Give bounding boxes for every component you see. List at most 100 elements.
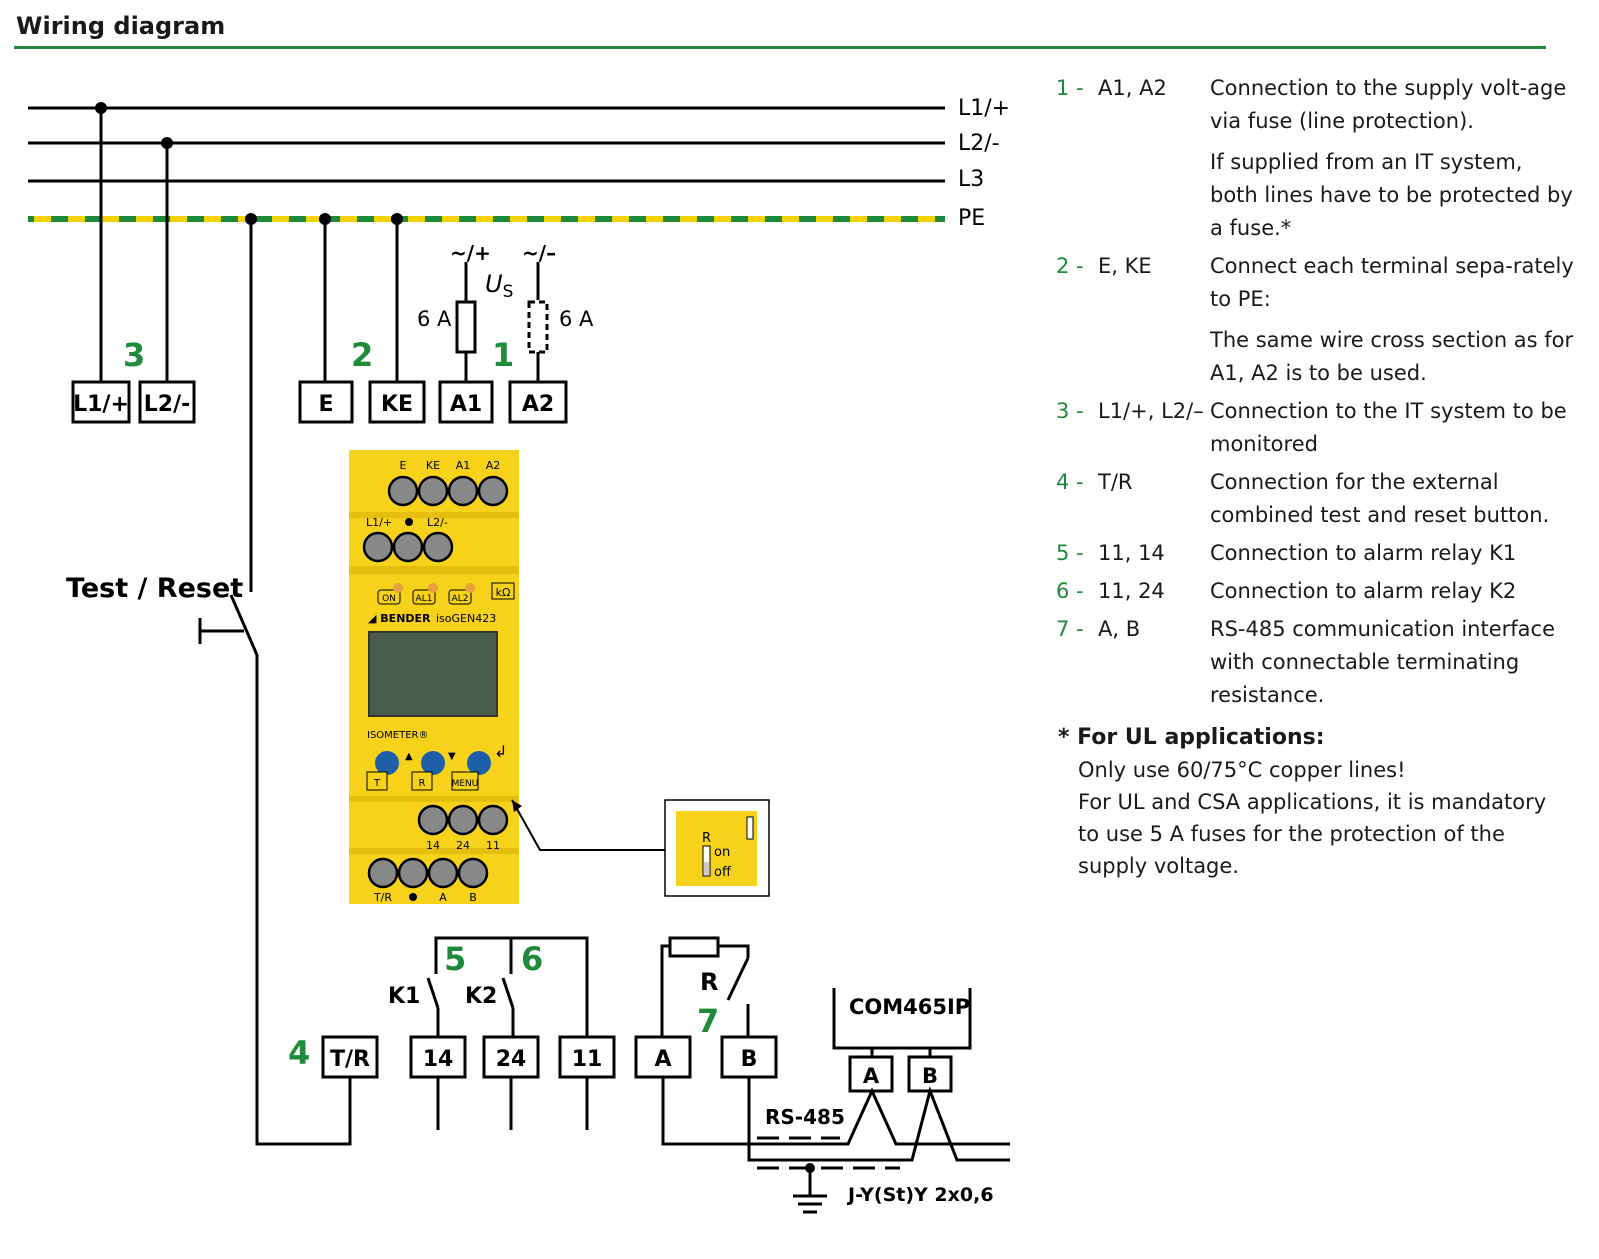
legend-number: 4 -	[1056, 470, 1084, 494]
svg-text:T/R: T/R	[330, 1047, 370, 1072]
device-leds: ON AL1 AL2 kΩ	[377, 582, 515, 605]
svg-text:11: 11	[486, 839, 500, 852]
svg-text:AL1: AL1	[416, 594, 433, 604]
legend-number: 5 -	[1056, 541, 1084, 565]
page-title: Wiring diagram	[16, 12, 226, 40]
legend-terminals: 11, 14	[1098, 541, 1165, 565]
svg-text:MENU: MENU	[452, 779, 479, 789]
group-number-5: 5	[444, 940, 466, 978]
legend-description: RS-485 communication interface with conn…	[1210, 613, 1576, 712]
svg-text:E: E	[318, 392, 333, 417]
bottom-terminal-a: A	[634, 1035, 692, 1079]
legend-desc-line: Connection to the IT system to be monito…	[1210, 399, 1567, 456]
fuse-a1-rating: 6 A	[417, 307, 452, 331]
svg-text:L1/+: L1/+	[73, 392, 129, 417]
relay-contacts	[426, 936, 589, 1130]
svg-text:KE: KE	[426, 459, 440, 472]
bus-label-l1: L1/+	[958, 96, 1010, 121]
svg-text:ON: ON	[382, 594, 396, 604]
legend-terminals: L1/+, L2/–	[1098, 399, 1204, 423]
legend-description: Connect each terminal sepa-rately to PE:…	[1210, 250, 1576, 390]
header-divider	[14, 46, 1546, 49]
svg-text:11: 11	[572, 1047, 603, 1072]
svg-text:L2/-: L2/-	[427, 516, 448, 529]
bus-line-pe	[28, 216, 945, 222]
bottom-terminal-14: 14	[409, 1035, 467, 1079]
supply-plus-label: ~/+	[450, 241, 491, 265]
rs485-label: RS-485	[765, 1105, 845, 1129]
svg-text:KE: KE	[381, 392, 413, 417]
legend-terminals: A, B	[1098, 617, 1141, 641]
svg-text:off: off	[714, 865, 732, 880]
ul-note-title: * For UL applications:	[1058, 725, 1325, 750]
legend-terminals: 11, 24	[1098, 579, 1165, 603]
top-terminals: L1/+ L2/- E KE A1 A2	[71, 380, 568, 424]
device-top-screws	[387, 475, 509, 507]
legend-item: 6 - 11, 24 Connection to alarm relay K2	[1056, 575, 1576, 608]
top-terminal-ke: KE	[368, 380, 426, 424]
svg-text:B: B	[741, 1047, 758, 1072]
legend-number: 3 -	[1056, 399, 1084, 423]
supply-minus-label: ~/–	[522, 241, 556, 265]
resistor-label: R	[700, 968, 718, 996]
switch-detail: R on off	[664, 799, 770, 897]
svg-text:▼: ▼	[448, 751, 456, 762]
legend-desc-line: Connection to alarm relay K2	[1210, 579, 1517, 603]
device-model: isoGEN423	[436, 612, 496, 625]
legend-number: 1 -	[1056, 76, 1084, 100]
legend-description: Connection to alarm relay K2	[1210, 575, 1576, 608]
bottom-terminal-tr: T/R	[321, 1035, 379, 1079]
svg-text:A: A	[863, 1064, 880, 1088]
svg-text:A1: A1	[450, 392, 482, 417]
legend-desc-line: Connection for the external combined tes…	[1210, 470, 1550, 527]
ul-note: * For UL applications: Only use 60/75°C …	[1058, 722, 1558, 882]
svg-text:24: 24	[456, 839, 470, 852]
device-buttons: ▲ ▼ ↲ T R MENU	[366, 742, 507, 791]
fuse-a2	[527, 300, 549, 354]
rs485-wiring	[661, 1077, 1010, 1214]
svg-text:▲: ▲	[405, 751, 413, 762]
svg-text:↲: ↲	[494, 742, 507, 761]
legend-item: 5 - 11, 14 Connection to alarm relay K1	[1056, 537, 1576, 570]
svg-text:AL2: AL2	[452, 594, 469, 604]
svg-text:A: A	[654, 1047, 671, 1072]
svg-text:14: 14	[423, 1047, 454, 1072]
switch-detail-pointer	[511, 799, 665, 851]
top-terminal-e: E	[298, 380, 354, 424]
bottom-terminals: T/R 14 24 11 A B	[321, 1035, 778, 1079]
wiring-diagram: L1/+ L2/- L3 PE ~/+ ~/– US 6 A 6 A	[28, 96, 1010, 1214]
legend-description: Connection to the IT system to be monito…	[1210, 395, 1576, 461]
device-display	[368, 631, 498, 717]
svg-text:L1/+: L1/+	[366, 516, 392, 529]
svg-text:L2/-: L2/-	[144, 392, 191, 417]
group-number-4: 4	[288, 1034, 310, 1072]
ul-note-line: Only use 60/75°C copper lines!	[1078, 758, 1406, 782]
svg-text:B: B	[469, 891, 477, 904]
group-number-6: 6	[521, 940, 543, 978]
bottom-terminal-11: 11	[558, 1035, 616, 1079]
legend-desc-line: Connection to the supply volt-age via fu…	[1210, 76, 1567, 133]
test-reset-label: Test / Reset	[66, 573, 243, 604]
legend-item: 1 - A1, A2 Connection to the supply volt…	[1056, 72, 1576, 245]
com465ip-device: COM465IP A B	[832, 988, 972, 1093]
bus-lines	[28, 106, 945, 222]
legend-number: 7 -	[1056, 617, 1084, 641]
legend-description: Connection to the supply volt-age via fu…	[1210, 72, 1576, 245]
group-number-2: 2	[351, 336, 373, 374]
device-bottom-lower-screws	[367, 857, 489, 889]
legend-item: 7 - A, B RS-485 communication interface …	[1056, 613, 1576, 712]
drop-wires	[99, 108, 540, 592]
svg-text:kΩ: kΩ	[496, 586, 511, 599]
svg-text:R: R	[702, 831, 711, 846]
legend-desc-line: The same wire cross section as for A1, A…	[1210, 328, 1574, 385]
svg-text:A: A	[439, 891, 447, 904]
isometer-device: E KE A1 A2 L1/+ L2/- ON AL1 AL2	[349, 450, 519, 904]
ul-note-line: For UL and CSA applications, it is manda…	[1078, 790, 1547, 878]
svg-text:A2: A2	[486, 459, 501, 472]
junction-dots	[95, 102, 403, 225]
group-number-3: 3	[123, 336, 145, 374]
legend-terminals: E, KE	[1098, 254, 1152, 278]
legend-desc-line: Connection to alarm relay K1	[1210, 541, 1517, 565]
top-terminal-a2: A2	[508, 380, 568, 424]
cable-label: J-Y(St)Y 2x0,6	[846, 1184, 994, 1206]
